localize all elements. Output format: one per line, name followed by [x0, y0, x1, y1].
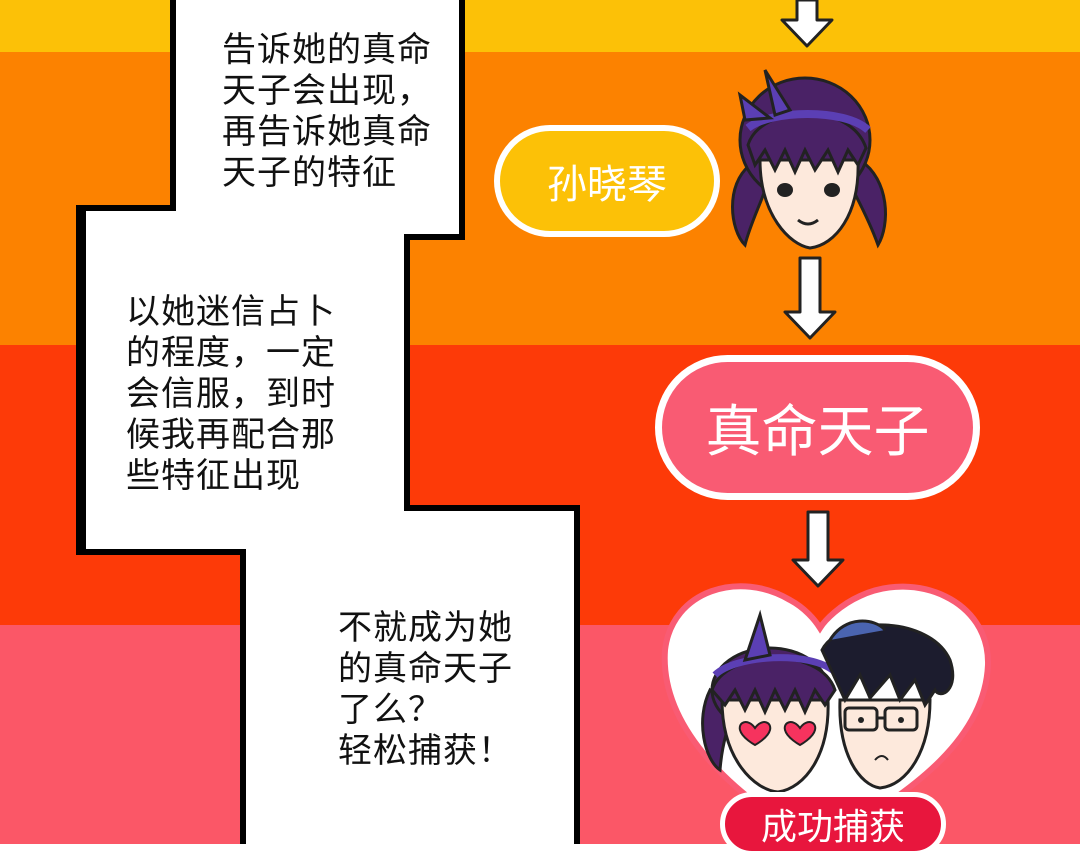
flow-node-destined: 真命天子	[655, 355, 980, 500]
speech-text-1: 告诉她的真命 天子会出现， 再告诉她真命 天子的特征	[222, 30, 432, 193]
down-arrow-icon	[791, 510, 845, 588]
down-arrow-icon	[783, 256, 837, 340]
flow-node-success-label: 成功捕获	[760, 807, 905, 848]
flow-node-person-label: 孙晓琴	[547, 162, 667, 208]
down-arrow-icon	[780, 0, 834, 48]
speech-text-3: 不就成为她 的真命天子 了么？ 轻松捕获！	[338, 608, 513, 771]
speech-text-2: 以她迷信占卜 的程度，一定 会信服，到时 候我再配合那 些特征出现	[126, 292, 336, 496]
flow-node-destined-label: 真命天子	[705, 400, 930, 465]
flow-node-success: 成功捕获	[720, 792, 946, 856]
flow-node-person: 孙晓琴	[494, 125, 720, 237]
